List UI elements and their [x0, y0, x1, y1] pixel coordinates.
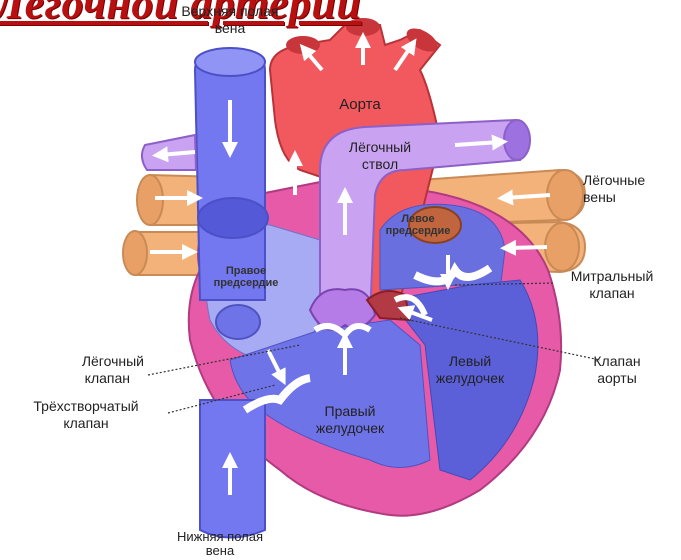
- coronary-sinus: [216, 305, 260, 339]
- label-aorta: Аорта: [320, 96, 400, 113]
